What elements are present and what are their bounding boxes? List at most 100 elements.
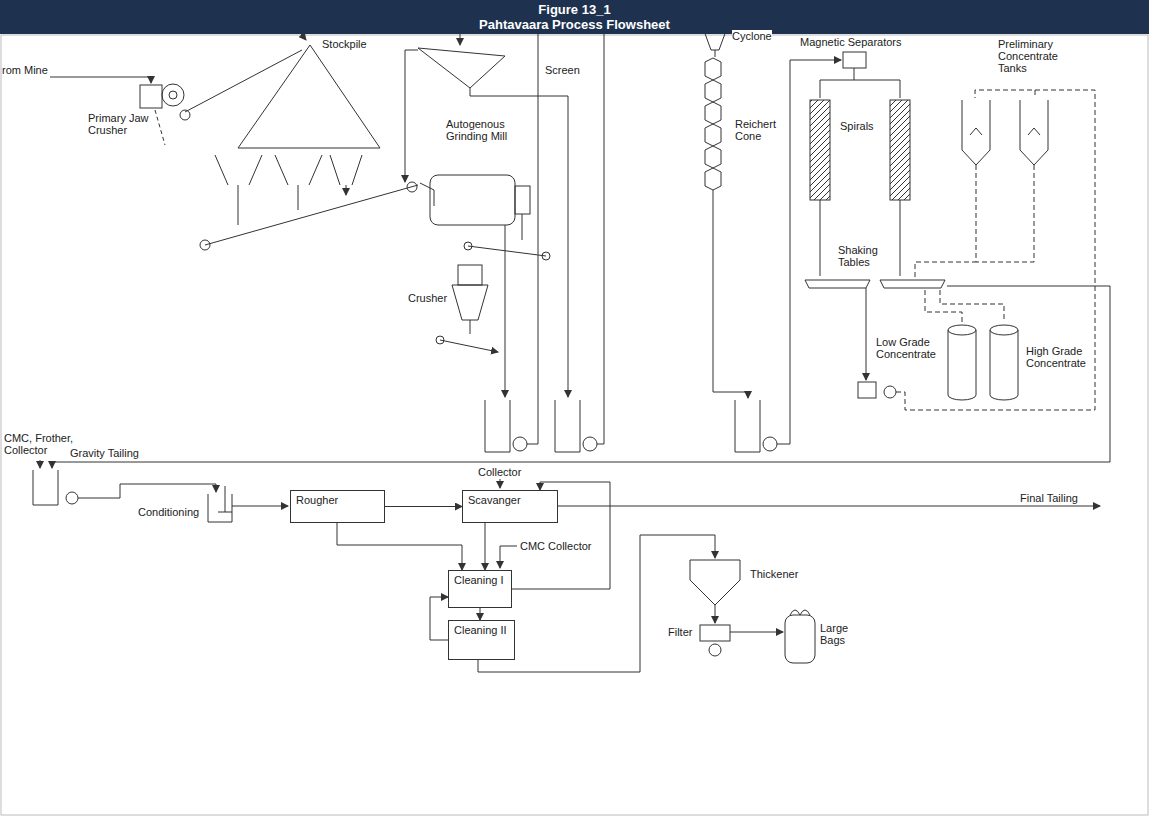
sump — [735, 400, 760, 452]
low-grade-line — [866, 288, 867, 380]
pump — [66, 492, 78, 504]
cyclone-underflow — [715, 50, 716, 57]
pump — [884, 386, 896, 398]
flow-connector — [485, 523, 486, 570]
figure-frame — [1, 35, 1148, 815]
crusher-discharge — [470, 320, 471, 334]
equipment-label: Final Tailing — [1020, 492, 1078, 504]
concentrate-tanks — [962, 100, 1048, 165]
flotation-cell: Rougher — [290, 490, 385, 523]
filter-drum — [709, 644, 721, 656]
sump — [555, 400, 580, 452]
gravity-tailing-line — [52, 286, 1110, 468]
conditioning-feed — [78, 484, 216, 498]
rougher-feed — [232, 506, 288, 507]
equipment-label: Filter — [668, 626, 692, 638]
spiral-feed — [820, 68, 900, 98]
equipment-label: rom Mine — [2, 64, 48, 76]
final-tailing-line — [558, 506, 1100, 507]
equipment-label: Reichert Cone — [735, 118, 781, 142]
sump — [485, 400, 510, 452]
flotation-cell: Cleaning I — [448, 570, 512, 608]
feed-line — [50, 77, 151, 83]
equipment-label: Cyclone — [732, 30, 772, 42]
equipment-label: Magnetic Separators — [800, 36, 902, 48]
equipment-label: Autogenous Grinding Mill — [446, 118, 508, 142]
equipment-label: Preliminary Concentrate Tanks — [998, 38, 1068, 74]
cone-crusher — [452, 285, 488, 320]
reichert-cone-stage — [705, 146, 721, 168]
reagent-arrow — [500, 479, 501, 488]
reagent-arrow — [40, 460, 41, 468]
cone-crusher-top — [458, 265, 482, 285]
equipment-label: Thickener — [750, 568, 798, 580]
figure-title: Figure 13_1 — [0, 2, 1149, 17]
screen-feed-line — [460, 18, 538, 444]
pulley — [542, 252, 550, 260]
spiral-discharge — [820, 200, 900, 276]
autogenous-mill — [430, 175, 515, 225]
reagent-arrow — [500, 546, 517, 568]
cyclone-feed-line — [597, 22, 713, 444]
mill-discharge-end — [515, 186, 530, 214]
jaw-crusher — [140, 85, 162, 108]
mill-feed-conveyor — [205, 185, 418, 245]
flow-connector — [480, 608, 481, 620]
title-band: Figure 13_1Pahtavaara Process Flowsheet — [0, 0, 1149, 34]
pump — [583, 437, 597, 451]
large-bag — [785, 615, 815, 663]
pulley — [180, 110, 190, 120]
cell-label: Cleaning II — [454, 624, 507, 636]
screen — [418, 48, 505, 88]
equipment-label: Large Bags — [820, 622, 855, 646]
high-grade-bin — [990, 325, 1018, 400]
equipment-label: Shaking Tables — [838, 244, 886, 268]
tank-agitators — [970, 128, 1040, 135]
equipment-label: Stockpile — [322, 38, 367, 50]
equipment-label: CMC, Frother, Collector — [4, 432, 76, 456]
thickener — [690, 560, 740, 605]
cell-label: Rougher — [296, 494, 338, 506]
equipment-label: CMC Collector — [520, 540, 592, 552]
magnetic-feed-line — [777, 60, 841, 444]
pulley — [200, 240, 210, 250]
recycle-line — [896, 90, 1095, 410]
pump — [763, 437, 777, 451]
screen-oversize — [405, 50, 418, 182]
cell-label: Cleaning I — [454, 574, 504, 586]
spiral — [890, 100, 910, 200]
equipment-label: Primary Jaw Crusher — [88, 112, 150, 136]
reichert-cone-stage — [705, 102, 721, 124]
stockpile — [238, 45, 380, 148]
equipment-label: High Grade Concentrate — [1026, 345, 1086, 369]
filter — [700, 625, 730, 641]
table-to-concentrate — [925, 290, 1004, 322]
crusher-wheel — [162, 84, 184, 106]
magnetic-separator — [843, 52, 866, 68]
high-grade-bin — [948, 325, 976, 400]
feeder-hoppers — [215, 155, 362, 185]
figure-subtitle: Pahtavaara Process Flowsheet — [0, 17, 1149, 32]
reichert-cone-stage — [705, 168, 721, 190]
equipment-label: Crusher — [408, 292, 447, 304]
tank-to-table — [915, 165, 1034, 277]
thickener-underflow — [715, 605, 716, 623]
crusher-hub — [169, 91, 177, 99]
pump — [513, 437, 527, 451]
mill-discharge — [505, 225, 506, 397]
flow-connector — [385, 506, 462, 507]
cell-label: Scavanger — [468, 494, 521, 506]
equipment-label: Low Grade Concentrate — [876, 336, 938, 360]
feeder-arrows — [238, 185, 346, 225]
pulley — [436, 336, 444, 344]
pulley — [407, 182, 417, 192]
agitator — [218, 486, 232, 512]
shaking-table — [880, 280, 945, 288]
mill-feed-chute — [420, 183, 434, 206]
flow-connector — [337, 523, 462, 570]
pebble-chute — [522, 214, 523, 240]
reichert-cone-stage — [705, 80, 721, 102]
reichert-discharge — [713, 190, 748, 398]
